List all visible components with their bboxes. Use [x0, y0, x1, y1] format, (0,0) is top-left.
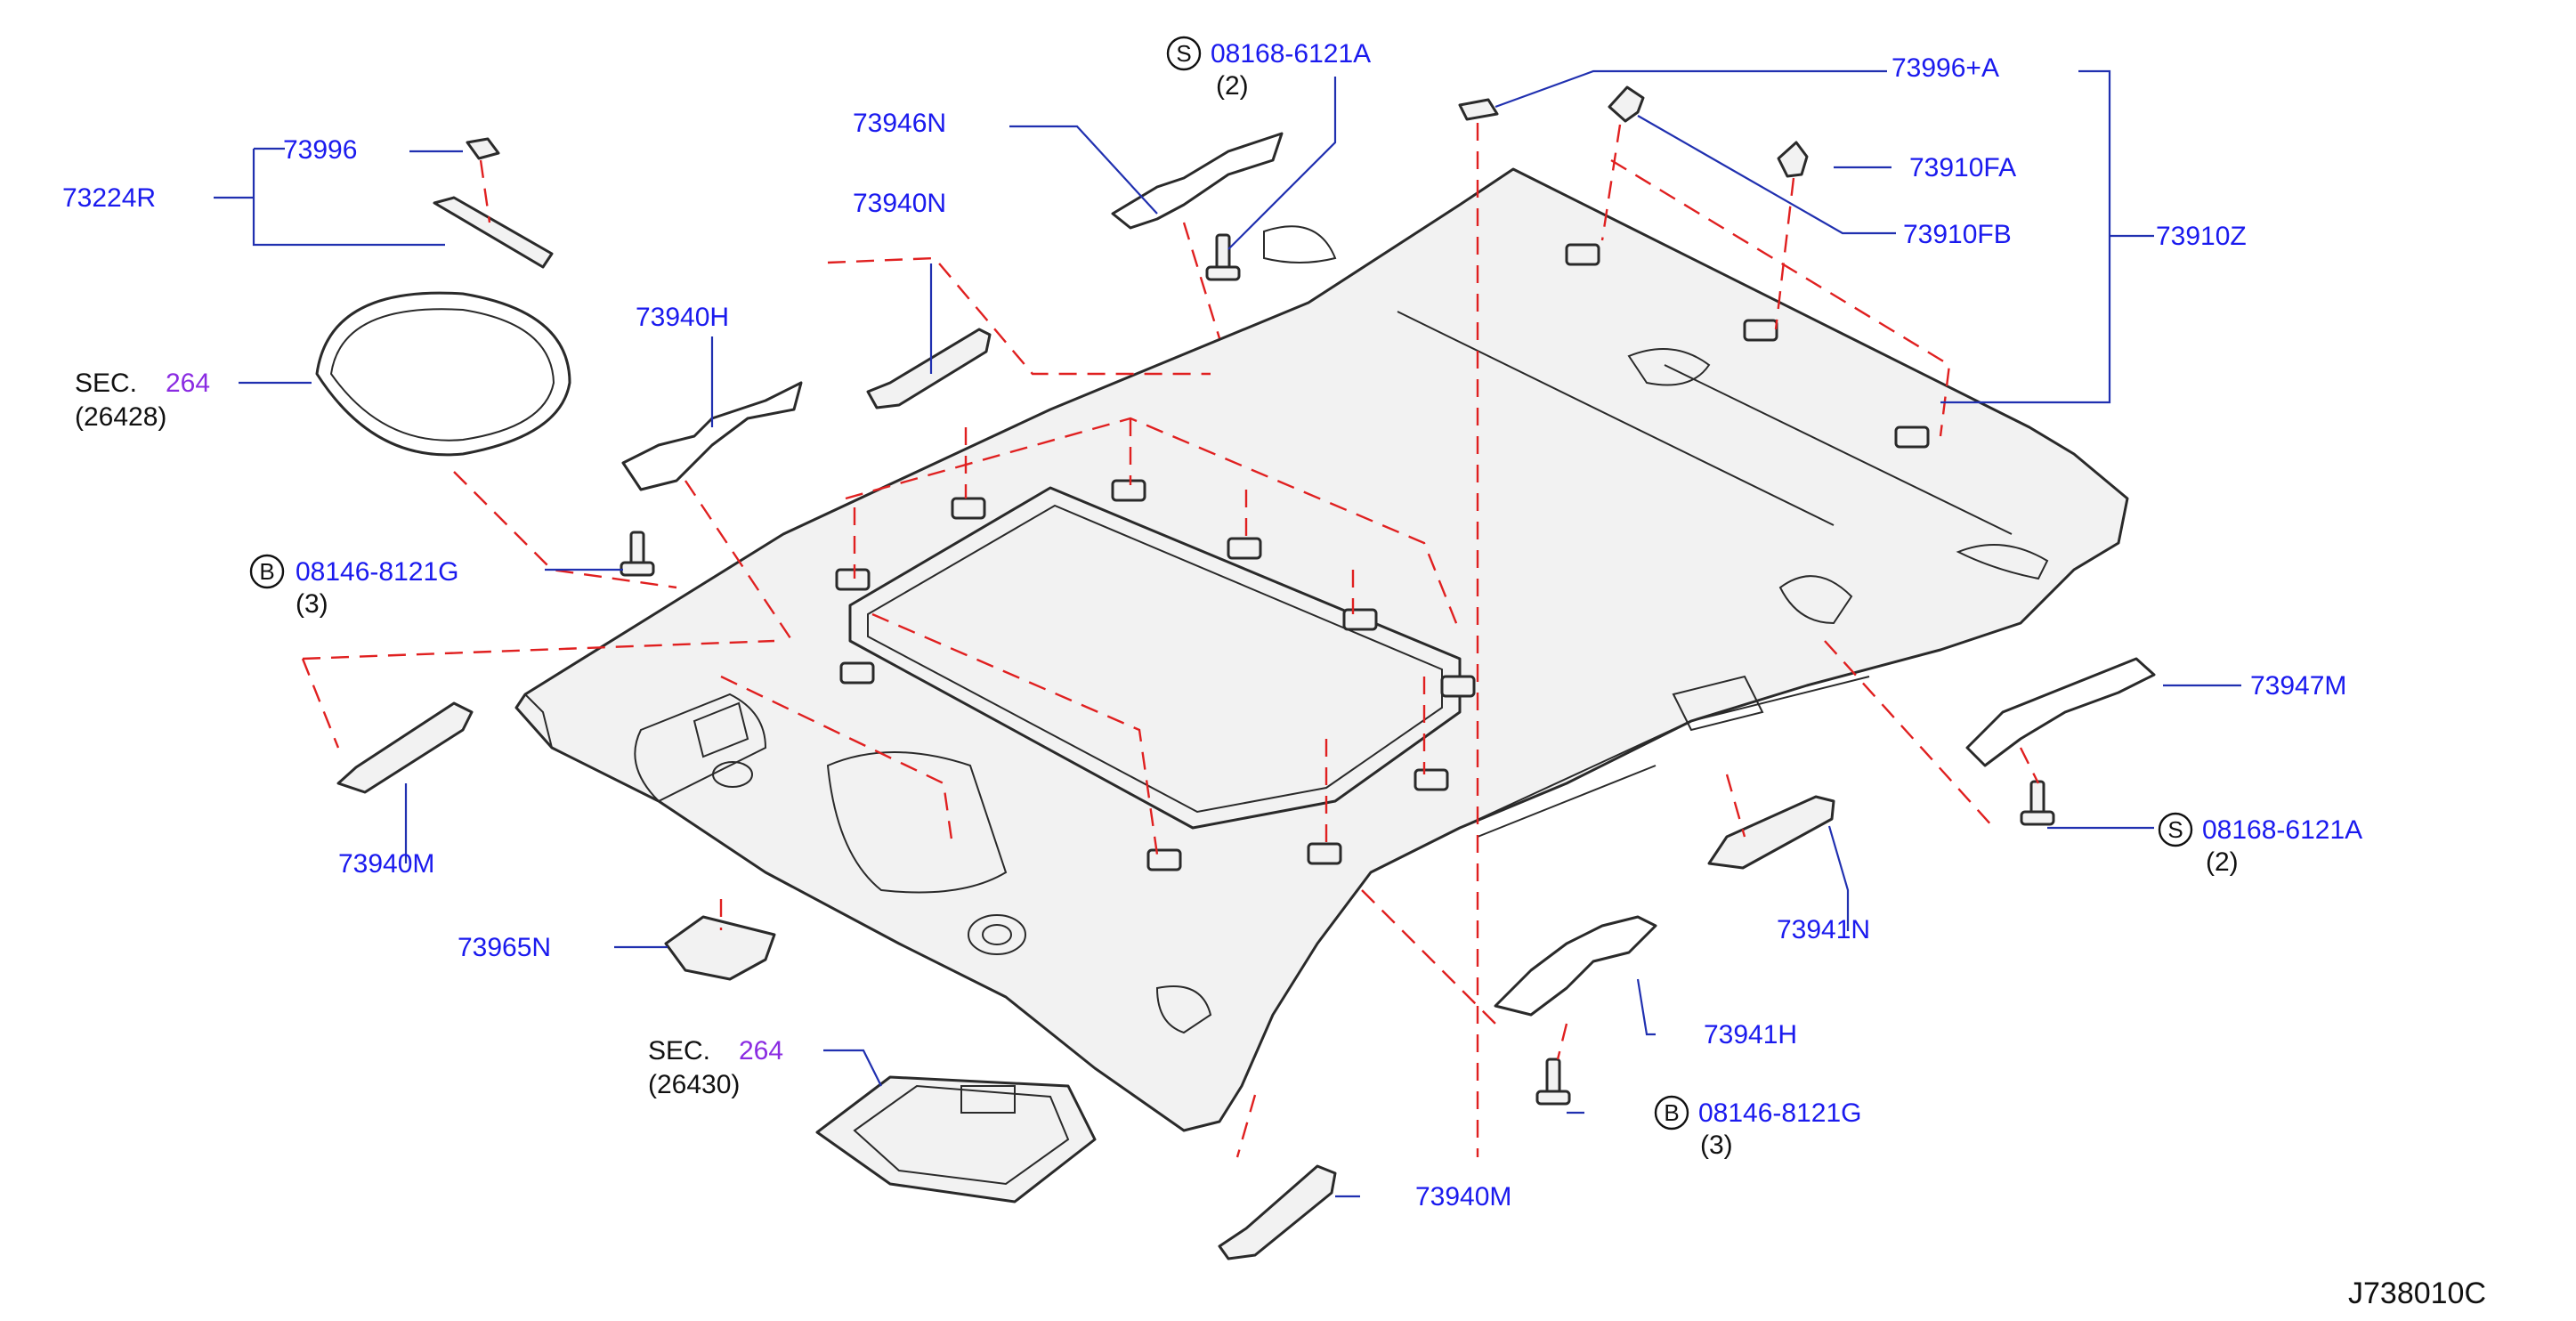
grip-73940N	[866, 328, 992, 409]
label-73946N: 73946N	[853, 109, 946, 138]
bolt-callout-s-top: S 08168-6121A (2)	[1166, 36, 1371, 101]
sec-number: 264	[739, 1036, 783, 1066]
headliner-panel	[514, 167, 2129, 1132]
label-bolt-s-top: 08168-6121A	[1211, 39, 1371, 69]
label-bolt-b-bottom-qty: (3)	[1700, 1131, 1733, 1160]
clip-73910FB	[1608, 85, 1645, 123]
bolt-callout-b-left: B 08146-8121G (3)	[249, 554, 459, 619]
label-bolt-b-left: 08146-8121G	[296, 557, 459, 587]
bolt-callout-b-bottom: B 08146-8121G (3)	[1654, 1095, 1862, 1160]
strip-73224R	[433, 196, 554, 269]
ring-26428	[315, 291, 571, 457]
clip-73910FA	[1777, 141, 1809, 178]
label-bolt-s-right: 08168-6121A	[2202, 815, 2362, 845]
label-bolt-s-top-qty: (2)	[1216, 71, 1249, 101]
reference-lines	[301, 123, 2040, 1158]
bracket-73941H	[1494, 915, 1657, 1017]
label-73941H: 73941H	[1704, 1020, 1797, 1050]
label-73996A: 73996+A	[1891, 53, 1999, 83]
label-73910FA: 73910FA	[1909, 153, 2016, 182]
map-lamp-26430	[815, 1075, 1097, 1203]
sec-ref-number: (26428)	[75, 402, 166, 432]
pad-73996	[466, 137, 500, 160]
grip-73940M-left	[336, 701, 474, 794]
circle-b-icon: B	[259, 558, 274, 585]
circle-s-icon: S	[1176, 40, 1191, 67]
bolt-top	[1205, 233, 1241, 281]
label-bolt-b-bottom: 08146-8121G	[1698, 1098, 1862, 1128]
label-73940H: 73940H	[636, 303, 729, 332]
label-73941N: 73941N	[1777, 915, 1870, 944]
label-73965N: 73965N	[458, 933, 551, 962]
bolt-bottom	[1535, 1058, 1571, 1106]
grip-73941N	[1707, 795, 1835, 870]
bracket-73946N	[1111, 132, 1284, 230]
sec-ref-26428: SEC. 264 (26428)	[75, 369, 210, 432]
label-73940M-bottom: 73940M	[1415, 1182, 1511, 1212]
circle-b-icon: B	[1664, 1099, 1679, 1126]
sec-ref-number: (26430)	[648, 1070, 740, 1099]
sec-prefix: SEC.	[648, 1036, 710, 1066]
label-73940N: 73940N	[853, 189, 946, 218]
leader-lines	[214, 69, 2241, 1198]
grip-73940M-bottom	[1218, 1164, 1337, 1260]
circle-s-icon: S	[2167, 816, 2183, 843]
sunroof-clips	[835, 243, 1930, 871]
sec-number: 264	[166, 369, 210, 398]
bracket-73947M	[1965, 657, 2156, 767]
bolt-callout-s-right: S 08168-6121A (2)	[2158, 812, 2362, 877]
bolt-right	[2020, 780, 2055, 826]
pad-73996A	[1458, 98, 1499, 121]
label-73996: 73996	[283, 135, 357, 165]
sec-ref-26430: SEC. 264 (26430)	[648, 1036, 783, 1099]
bracket-73940H	[621, 381, 803, 491]
label-73224R: 73224R	[62, 183, 156, 213]
label-bolt-s-right-qty: (2)	[2206, 847, 2239, 877]
label-73947M: 73947M	[2250, 671, 2346, 701]
cover-73965N	[664, 915, 776, 981]
label-73940M-left: 73940M	[338, 849, 434, 879]
sec-prefix: SEC.	[75, 369, 137, 398]
part-labels: 73224R 73996 73996+A 73910FA 73910FB 739…	[62, 53, 2346, 1212]
bolt-left	[620, 531, 655, 577]
label-73910FB: 73910FB	[1903, 220, 2012, 249]
label-73910Z: 73910Z	[2156, 222, 2247, 251]
drawing-code: J738010C	[2348, 1276, 2486, 1310]
label-bolt-b-left-qty: (3)	[296, 589, 328, 619]
